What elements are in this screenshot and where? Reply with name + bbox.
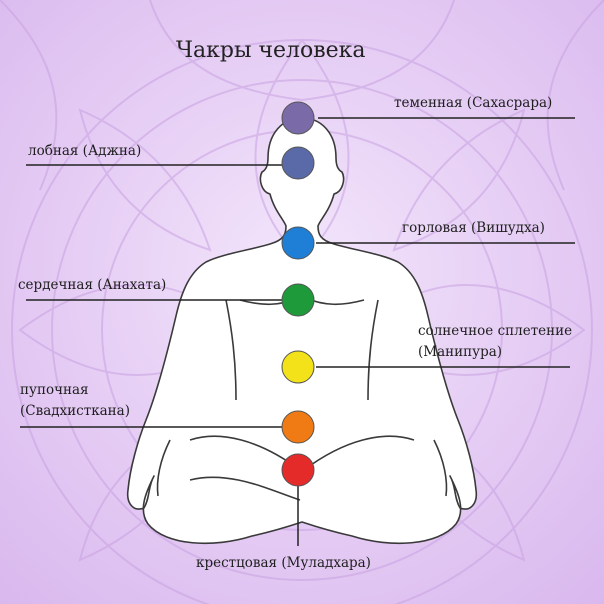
chakra-brow xyxy=(281,146,315,180)
label-root: крестцовая (Муладхара) xyxy=(196,555,371,571)
label-throat: горловая (Вишудха) xyxy=(402,220,545,236)
label-sacral-line1: пупочная xyxy=(20,382,89,398)
chakra-crown xyxy=(281,101,315,135)
chakras xyxy=(281,101,315,487)
leader-lines xyxy=(20,117,575,546)
chakra-sacral xyxy=(281,410,315,444)
meditating-figure xyxy=(126,117,478,545)
label-heart: сердечная (Анахата) xyxy=(18,277,167,293)
label-crown: теменная (Сахасрара) xyxy=(394,95,553,111)
chakra-throat xyxy=(281,226,315,260)
page-title: Чакры человека xyxy=(176,38,366,63)
chakra-heart xyxy=(281,283,315,317)
label-brow: лобная (Аджна) xyxy=(28,143,142,159)
chakra-solar xyxy=(281,350,315,384)
label-solar-line1: солнечное сплетение xyxy=(418,323,573,339)
chakra-root xyxy=(281,453,315,487)
label-solar-line2: (Манипура) xyxy=(418,344,503,360)
label-sacral-line2: (Свадхисткана) xyxy=(20,403,130,419)
